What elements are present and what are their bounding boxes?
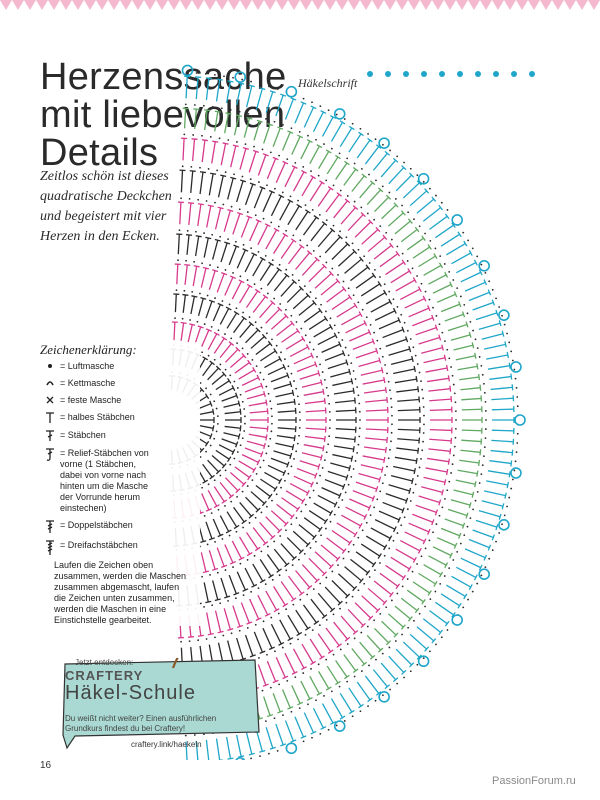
- page-number: 16: [40, 760, 52, 771]
- legend-item-label: = Relief-Stäbchen von vorne (1 Stäbchen,…: [60, 448, 200, 514]
- crochet-hook-icon: [171, 658, 179, 669]
- intro-line: quadratische Deckchen: [40, 189, 172, 204]
- note-line: zusammen, werden die Maschen: [54, 571, 187, 581]
- note-line: Einstichstelle gearbeitet.: [54, 615, 152, 625]
- intro-line: Herzen in den Ecken.: [40, 229, 160, 244]
- slip-stitch-icon: [40, 378, 60, 388]
- legend-item: = Relief-Stäbchen von vorne (1 Stäbchen,…: [40, 448, 200, 514]
- promo-description: Du weißt nicht weiter? Einen ausführlich…: [65, 714, 216, 734]
- legend-line: einstechen): [60, 503, 107, 513]
- half-double-crochet-icon: [40, 412, 60, 424]
- legend-item: = Doppelstäbchen: [40, 520, 200, 534]
- watermark: PassionForum.ru: [492, 775, 576, 787]
- legend-item-label: = Kettmasche: [60, 378, 116, 388]
- crochet-chart: [169, 64, 535, 760]
- note-line: Laufen die Zeichen oben: [54, 560, 154, 570]
- intro-line: Zeitlos schön ist dieses: [40, 169, 169, 184]
- promo-school: Häkel-Schule: [65, 682, 196, 704]
- promo-kicker: Jetzt entdecken:: [75, 658, 134, 667]
- legend-line: dabei von vorne nach: [60, 470, 147, 480]
- legend-line: der Vorrunde herum: [60, 492, 141, 502]
- promo-background: [62, 658, 260, 750]
- intro-line: und begeistert mit vier: [40, 209, 167, 224]
- legend-title: Zeichenerklärung:: [40, 342, 137, 357]
- promo-desc-line: Du weißt nicht weiter? Einen ausführlich…: [65, 714, 217, 723]
- chain-stitch-icon: [40, 361, 60, 371]
- title-line: Details: [40, 132, 159, 174]
- legend-item-label: = feste Masche: [60, 395, 122, 405]
- legend-item: = halbes Stäbchen: [40, 412, 200, 424]
- top-border-pattern: [0, 0, 600, 16]
- promo-link[interactable]: craftery.link/haekeln: [131, 740, 202, 749]
- legend-note: Laufen die Zeichen oben zusammen, werden…: [54, 560, 200, 626]
- legend-item: = feste Masche: [40, 395, 200, 406]
- legend-item: = Stäbchen: [40, 430, 200, 442]
- double-treble-crochet-icon: [40, 540, 60, 556]
- note-line: werden die Maschen in eine: [54, 604, 167, 614]
- legend-item: = Luftmasche: [40, 361, 200, 372]
- legend-line: hinten um die Masche: [60, 481, 149, 491]
- legend-item: = Kettmasche: [40, 378, 200, 389]
- legend-item-label: = Dreifachstäbchen: [60, 540, 138, 550]
- legend-item-label: = Doppelstäbchen: [60, 520, 133, 530]
- note-line: die Zeichen unten zusammen,: [54, 593, 175, 603]
- chart-label: Häkelschrift: [298, 76, 358, 90]
- legend: Zeichenerklärung: = Luftmasche = Kettmas…: [40, 342, 200, 626]
- legend-item: = Dreifachstäbchen: [40, 540, 200, 556]
- title-line: mit liebevollen: [40, 94, 286, 136]
- promo-brand: CRAFTERY: [65, 668, 144, 683]
- promo-box[interactable]: Jetzt entdecken: CRAFTERY Häkel-Schule D…: [55, 658, 270, 750]
- legend-line: vorne (1 Stäbchen,: [60, 459, 137, 469]
- treble-crochet-icon: [40, 520, 60, 534]
- promo-desc-line: Grundkurs findest du bei Craftery!: [65, 724, 186, 733]
- legend-item-label: = Stäbchen: [60, 430, 106, 440]
- double-crochet-icon: [40, 430, 60, 442]
- single-crochet-icon: [40, 395, 60, 405]
- legend-item-label: = halbes Stäbchen: [60, 412, 135, 422]
- legend-item-label: = Luftmasche: [60, 361, 115, 371]
- intro-text: Zeitlos schön ist dieses quadratische De…: [40, 167, 200, 247]
- front-post-double-crochet-icon: [40, 448, 60, 462]
- legend-line: = Relief-Stäbchen von: [60, 448, 149, 458]
- note-line: zusammen abgemascht, laufen: [54, 582, 180, 592]
